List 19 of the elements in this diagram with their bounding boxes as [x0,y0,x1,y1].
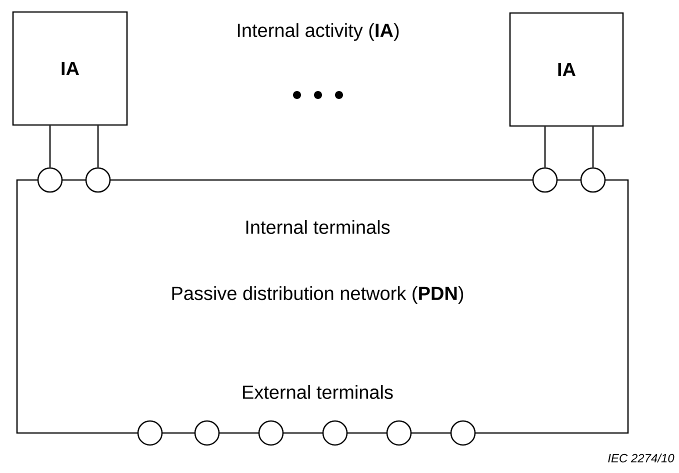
activity-box: IA [12,11,128,126]
terminal-circle [85,167,111,193]
connector-line [544,126,546,168]
terminal-circle [450,420,476,446]
terminal-circle [322,420,348,446]
terminal-circle [258,420,284,446]
terminal-circle [532,167,558,193]
terminal-circle [37,167,63,193]
heading: Internal activity (IA) [238,23,399,41]
terminal-circle [386,420,412,446]
activity-box: IA [509,12,624,127]
connector-line [592,126,594,168]
terminal-circle [137,420,163,446]
terminal-circle [194,420,220,446]
connector-line [97,126,99,168]
figure-number: IEC 2274/10 [608,454,674,462]
network-box: Internal terminals Passive distribution network (PDN) External terminals [16,179,629,434]
terminal-circle [580,167,606,193]
connector-line [49,126,51,168]
